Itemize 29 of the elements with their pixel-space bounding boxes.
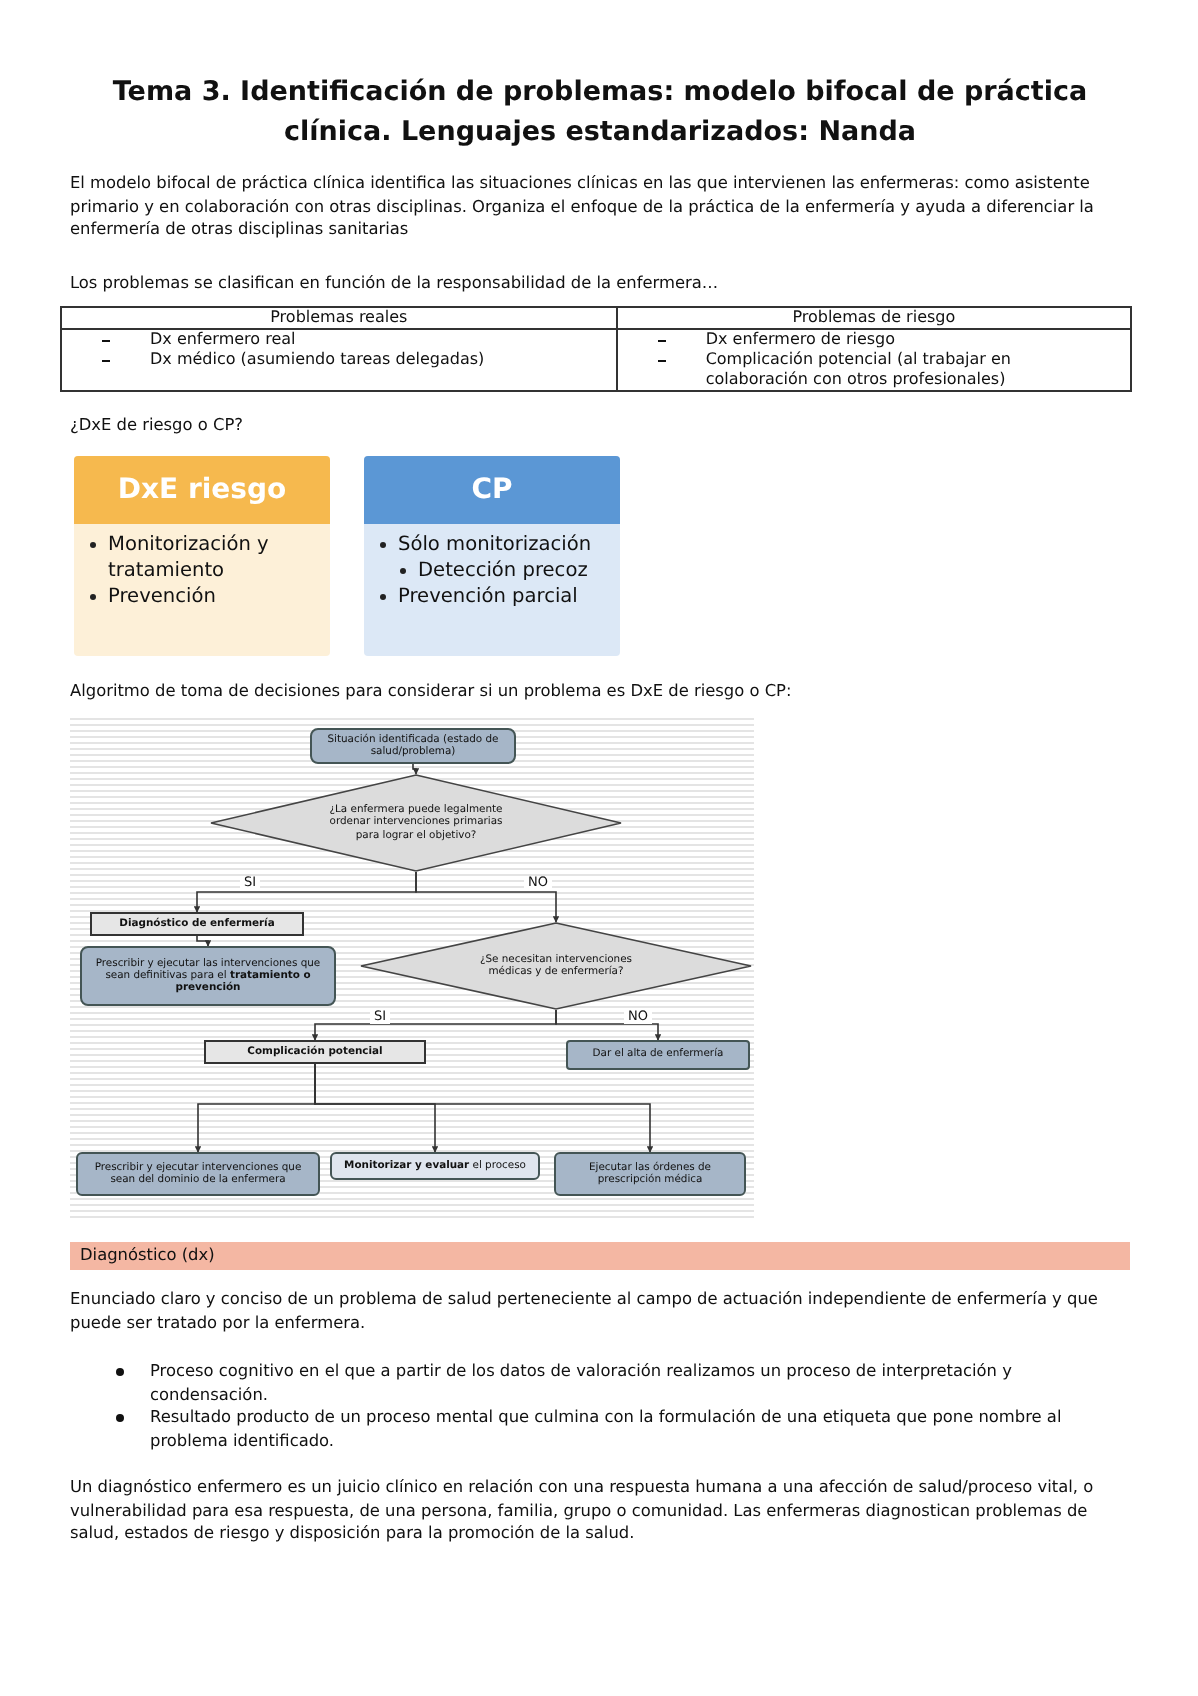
- connector-arrow: [196, 935, 212, 947]
- connector-arrow: [314, 1063, 654, 1153]
- bullet-item: Proceso cognitivo en el que a partir de los datos de valoración realizamos un proceso de interpretación y condensación.: [150, 1360, 1014, 1406]
- table-cell: Problemas reales: [61, 307, 617, 329]
- table-cell: Dx enfermero real: [61, 329, 617, 350]
- card-heading: CP: [364, 456, 620, 524]
- section-heading: Diagnóstico (dx): [70, 1242, 1130, 1270]
- list-item: Sólo monitorización: [380, 532, 616, 558]
- question-heading: ¿DxE de riesgo o CP?: [70, 414, 245, 437]
- bullet-item: Resultado producto de un proceso mental que culmina con la formulación de una etiqueta que pone nombre al problema identificado.: [150, 1406, 1064, 1452]
- connector-arrow: [412, 763, 420, 775]
- table-cell: Problemas de riesgo: [616, 307, 1131, 329]
- list-item: Prevención parcial: [380, 584, 616, 610]
- paragraph: Un diagnóstico enfermero es un juicio clínico en relación con una respuesta humana a una afección de salud/proceso vital, o vulnerabilidad para esa respuesta, de una persona, familia, grupo o comunidad. Las enfermeras diagnostican problemas de salud, estados de riesgo y disposición para la promoción de la salud.: [70, 1476, 1096, 1545]
- table-cell: Dx médico (asumiendo tareas delegadas): [61, 350, 617, 391]
- paragraph: Enunciado claro y conciso de un problema de salud perteneciente al campo de actuación independiente de enfermería y que puede ser tratado por la enfermera.: [70, 1288, 1100, 1334]
- category-card: [364, 456, 620, 656]
- table-cell: Complicación potencial (al trabajar en colaboración con otros profesionales): [616, 350, 1131, 391]
- page-title: Tema 3. Identificación de problemas: modelo bifocal de práctica clínica. Lenguajes estandarizados: Nanda: [110, 74, 1090, 152]
- list-item: Detección precoz: [400, 558, 616, 584]
- paragraph: El modelo bifocal de práctica clínica identifica las situaciones clínicas en las que intervienen las enfermeras: como asistente primario y en colaboración con otras disciplinas. Organiza el enfoque de la práctica de la enfermería y ayuda a diferenciar la enfermería de otras disciplinas sanitarias: [70, 172, 1096, 241]
- connector-arrow: [415, 871, 560, 923]
- card-heading: DxE riesgo: [74, 456, 330, 524]
- connector-arrow: [555, 1009, 662, 1041]
- caption: Algoritmo de toma de decisiones para considerar si un problema es DxE de riesgo o CP:: [70, 680, 794, 703]
- category-card: [74, 456, 330, 656]
- paragraph: Los problemas se clasifican en función de la responsabilidad de la enfermera…: [70, 272, 721, 295]
- list-item: Prevención: [90, 584, 326, 610]
- list-item: Monitorización y tratamiento: [90, 532, 326, 584]
